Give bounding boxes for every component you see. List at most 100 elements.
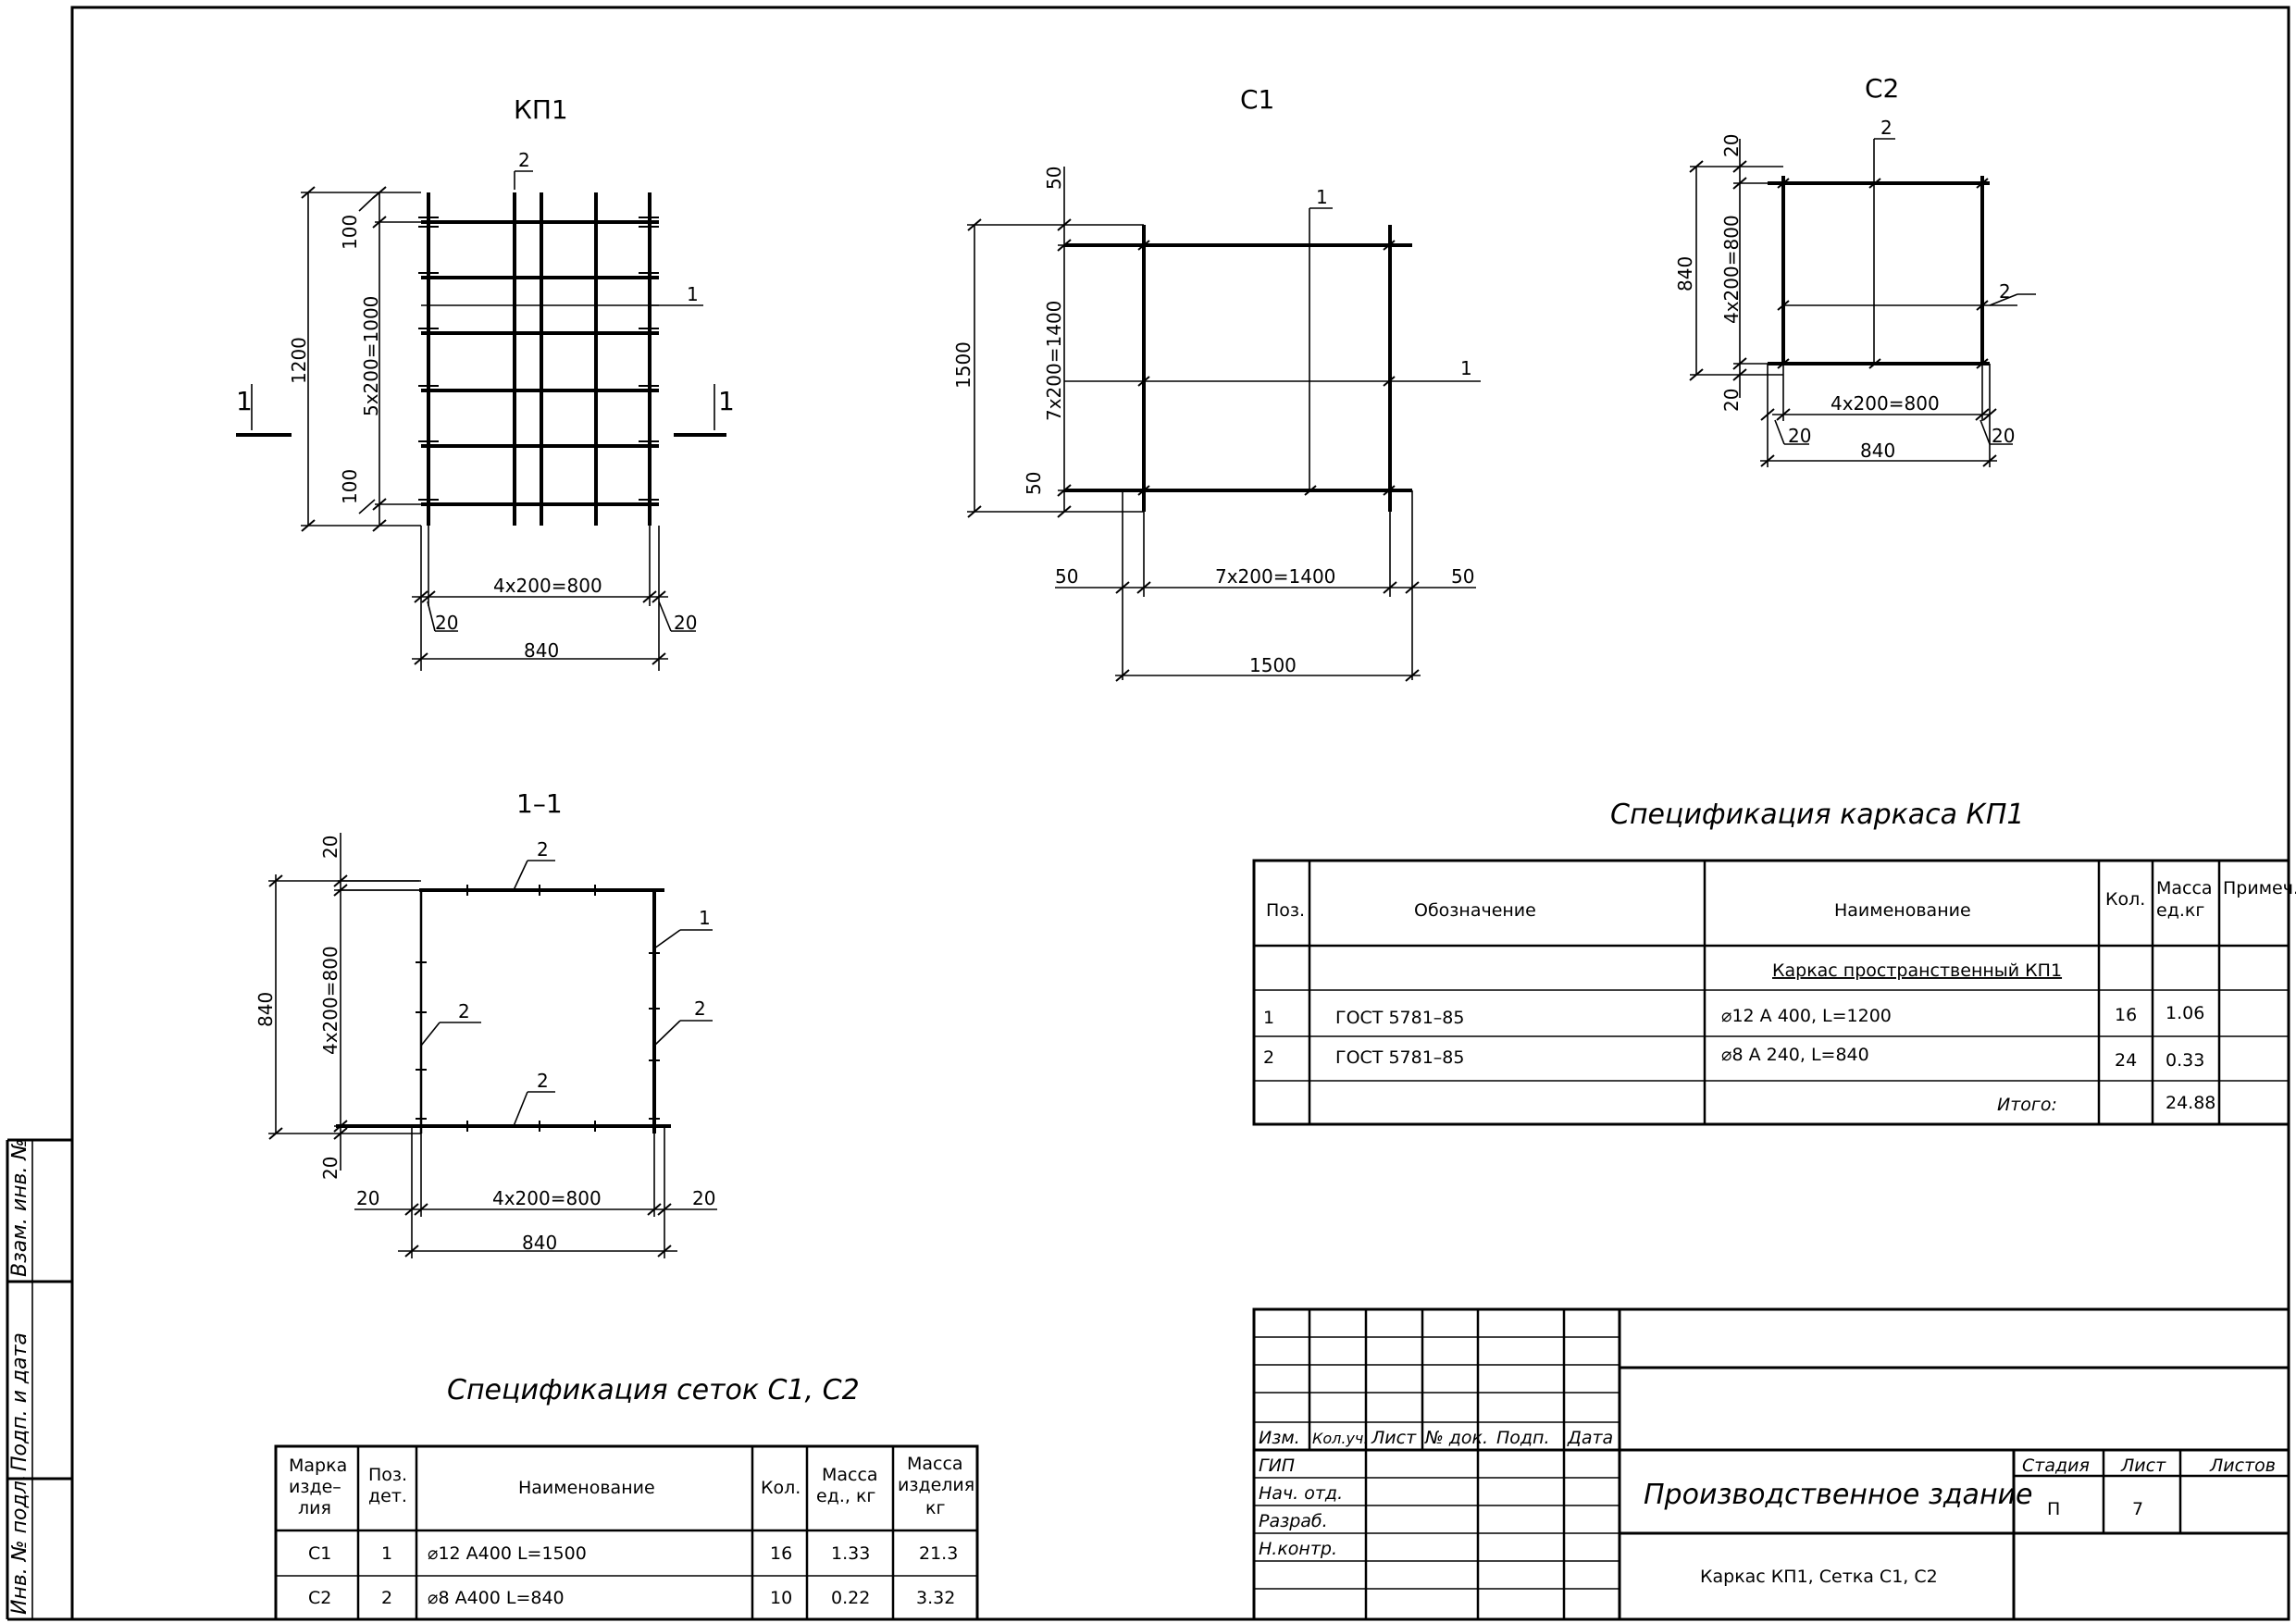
section-callout-right-1: 1 [699, 907, 711, 929]
side-sign-date: Подп. и дата [8, 1332, 31, 1471]
section-dim-spacing-h: 4x200=800 [492, 1187, 602, 1209]
tb-col-kol: Кол.уч. [1312, 1430, 1368, 1447]
spec-meshes-r2-mass-item: 3.32 [916, 1588, 955, 1608]
spec-meshes-r1-qty: 16 [770, 1543, 792, 1564]
spec-meshes-r1-name: ⌀12 А400 L=1500 [428, 1543, 587, 1564]
kp1-dim-top: 100 [339, 215, 361, 250]
kp1-callout-1: 1 [687, 283, 699, 305]
tb-sheet-label: Лист [2120, 1456, 2166, 1476]
c2-dim-spacing-v: 4x200=800 [1720, 215, 1743, 324]
tb-col-data: Дата [1567, 1428, 1613, 1448]
spec-kp1-r2-name: ⌀8 А 240, L=840 [1721, 1045, 1869, 1065]
spec-meshes-r1-pos: 1 [381, 1543, 392, 1564]
spec-meshes-title: Спецификация сеток С1, С2 [447, 1374, 860, 1406]
spec-meshes-table: Спецификация сеток С1, С2 Марка изде– ли… [274, 1374, 980, 1621]
c2-dim-width: 840 [1860, 440, 1895, 462]
spec-kp1-r1-pos: 1 [1263, 1008, 1274, 1028]
section-dim-spacing-v: 4x200=800 [319, 946, 341, 1055]
c1-dim-right: 50 [1451, 565, 1474, 588]
spec-meshes-h-mass-item-1: Масса [907, 1454, 963, 1474]
section-crosses [416, 885, 660, 1132]
spec-kp1-r1-mass: 1.06 [2166, 1003, 2204, 1023]
c2-title: С2 [1865, 73, 1899, 104]
c2-dim-left: 20 [1788, 425, 1811, 447]
tb-col-podp: Подп. [1496, 1428, 1550, 1448]
spec-kp1-group-title: Каркас пространственный КП1 [1772, 960, 2062, 981]
kp1-dim-spacing: 5x200=1000 [360, 296, 382, 416]
spec-meshes-h-mark-2: изде– [289, 1477, 341, 1497]
c1-dim-spacing-v: 7x200=1400 [1043, 301, 1065, 421]
c1-dim-bottom: 50 [1023, 472, 1045, 495]
c2-dim-height: 840 [1674, 256, 1696, 291]
spec-meshes-h-qty: Кол. [761, 1478, 800, 1498]
kp1-dim-bottom: 100 [339, 469, 361, 504]
spec-kp1-title: Спецификация каркаса КП1 [1610, 799, 2025, 831]
spec-meshes-r2-mark: С2 [308, 1588, 331, 1608]
c1-dim-top: 50 [1043, 167, 1065, 190]
spec-kp1-total-label: Итого: [1997, 1095, 2057, 1115]
section-dim-left: 20 [356, 1187, 379, 1209]
spec-meshes-h-mark-1: Марка [289, 1456, 347, 1476]
c1-dim-spacing-h: 7x200=1400 [1215, 565, 1335, 588]
spec-meshes-h-mass-item-2: изделия, [898, 1475, 980, 1495]
tb-role-nkontr: Н.контр. [1259, 1539, 1337, 1559]
c1-callout-1b: 1 [1460, 357, 1472, 379]
spec-meshes-r1-mark: С1 [308, 1543, 331, 1564]
tb-role-gip: ГИП [1259, 1456, 1295, 1476]
spec-kp1-r1-name: ⌀12 А 400, L=1200 [1721, 1006, 1892, 1026]
c1-dim-height: 1500 [952, 341, 974, 389]
spec-meshes-h-mass-unit-1: Масса [822, 1465, 878, 1485]
side-stamp: Взам. инв. № Подп. и дата Инв. № подл. [8, 1139, 31, 1615]
title-block: Изм. Кол.уч. Лист № док. Подп. Дата ГИП … [1252, 1307, 2290, 1621]
section-dim-height: 840 [254, 992, 277, 1027]
kp1-dim-height: 1200 [288, 337, 310, 384]
tb-stage-label: Стадия [2022, 1456, 2090, 1476]
spec-meshes-h-mass-unit-2: ед., кг [816, 1486, 875, 1506]
kp1-dim-width-spacing: 4x200=800 [493, 575, 602, 597]
section-callout-mid: 2 [458, 1000, 470, 1022]
section-title: 1–1 [516, 788, 563, 819]
spec-kp1-h-name: Наименование [1834, 900, 1971, 921]
spec-meshes-h-name: Наименование [518, 1478, 655, 1498]
spec-meshes-r2-name: ⌀8 А400 L=840 [428, 1588, 565, 1608]
side-inv-orig: Инв. № подл. [8, 1474, 31, 1615]
c2-dim-spacing-h: 4x200=800 [1831, 392, 1940, 415]
section-callout-top: 2 [537, 838, 549, 861]
kp1-vertical-bars [427, 192, 652, 526]
kp1-dim-overhang-left: 20 [435, 612, 458, 634]
c2-dim-bottom: 20 [1720, 389, 1743, 412]
spec-kp1-r2-pos: 2 [1263, 1047, 1274, 1068]
spec-kp1-r2-des: ГОСТ 5781–85 [1335, 1047, 1465, 1068]
spec-kp1-r1-des: ГОСТ 5781–85 [1335, 1008, 1465, 1028]
tb-role-nach: Нач. отд. [1259, 1483, 1343, 1504]
spec-kp1-h-pos: Поз. [1266, 900, 1305, 921]
spec-meshes-r2-qty: 10 [770, 1588, 792, 1608]
spec-kp1-h-mass-2: ед.кг [2156, 900, 2204, 921]
side-inv-replace: Взам. инв. № [8, 1139, 31, 1277]
tb-stage-value: П [2047, 1499, 2060, 1519]
spec-kp1-r2-qty: 24 [2115, 1050, 2137, 1071]
c2-dim-right: 20 [1992, 425, 2015, 447]
kp1-horizontal-bars [421, 220, 659, 506]
section-dim-top: 20 [319, 836, 341, 859]
section-callout-right-2: 2 [694, 997, 706, 1020]
tb-col-izm: Изм. [1259, 1428, 1300, 1448]
spec-kp1-r1-qty: 16 [2115, 1005, 2137, 1025]
c1-title: С1 [1240, 84, 1274, 115]
c2-dim-top: 20 [1720, 134, 1743, 157]
view-c2: С2 2 2 20 840 4x200=800 20 4x200=800 8 [1674, 73, 2036, 467]
tb-drawing-name: Каркас КП1, Сетка С1, С2 [1700, 1567, 1938, 1587]
view-c1: С1 1 1 1500 7x200=1400 50 50 50 50 7x200… [952, 84, 1481, 682]
spec-kp1-total-value: 24.88 [2166, 1093, 2215, 1113]
spec-kp1-h-qty: Кол. [2105, 889, 2145, 910]
tb-col-list: Лист [1371, 1428, 1417, 1448]
kp1-dim-width: 840 [524, 639, 559, 662]
kp1-section-left: 1 [236, 386, 253, 416]
spec-kp1-h-designation: Обозначение [1414, 900, 1536, 921]
tb-project-name: Производственное здание [1644, 1479, 2033, 1511]
spec-meshes-r1-mass-item: 21.3 [919, 1543, 958, 1564]
kp1-section-right: 1 [718, 386, 735, 416]
section-callout-bottom: 2 [537, 1070, 549, 1092]
spec-kp1-r2-mass: 0.33 [2166, 1050, 2204, 1071]
